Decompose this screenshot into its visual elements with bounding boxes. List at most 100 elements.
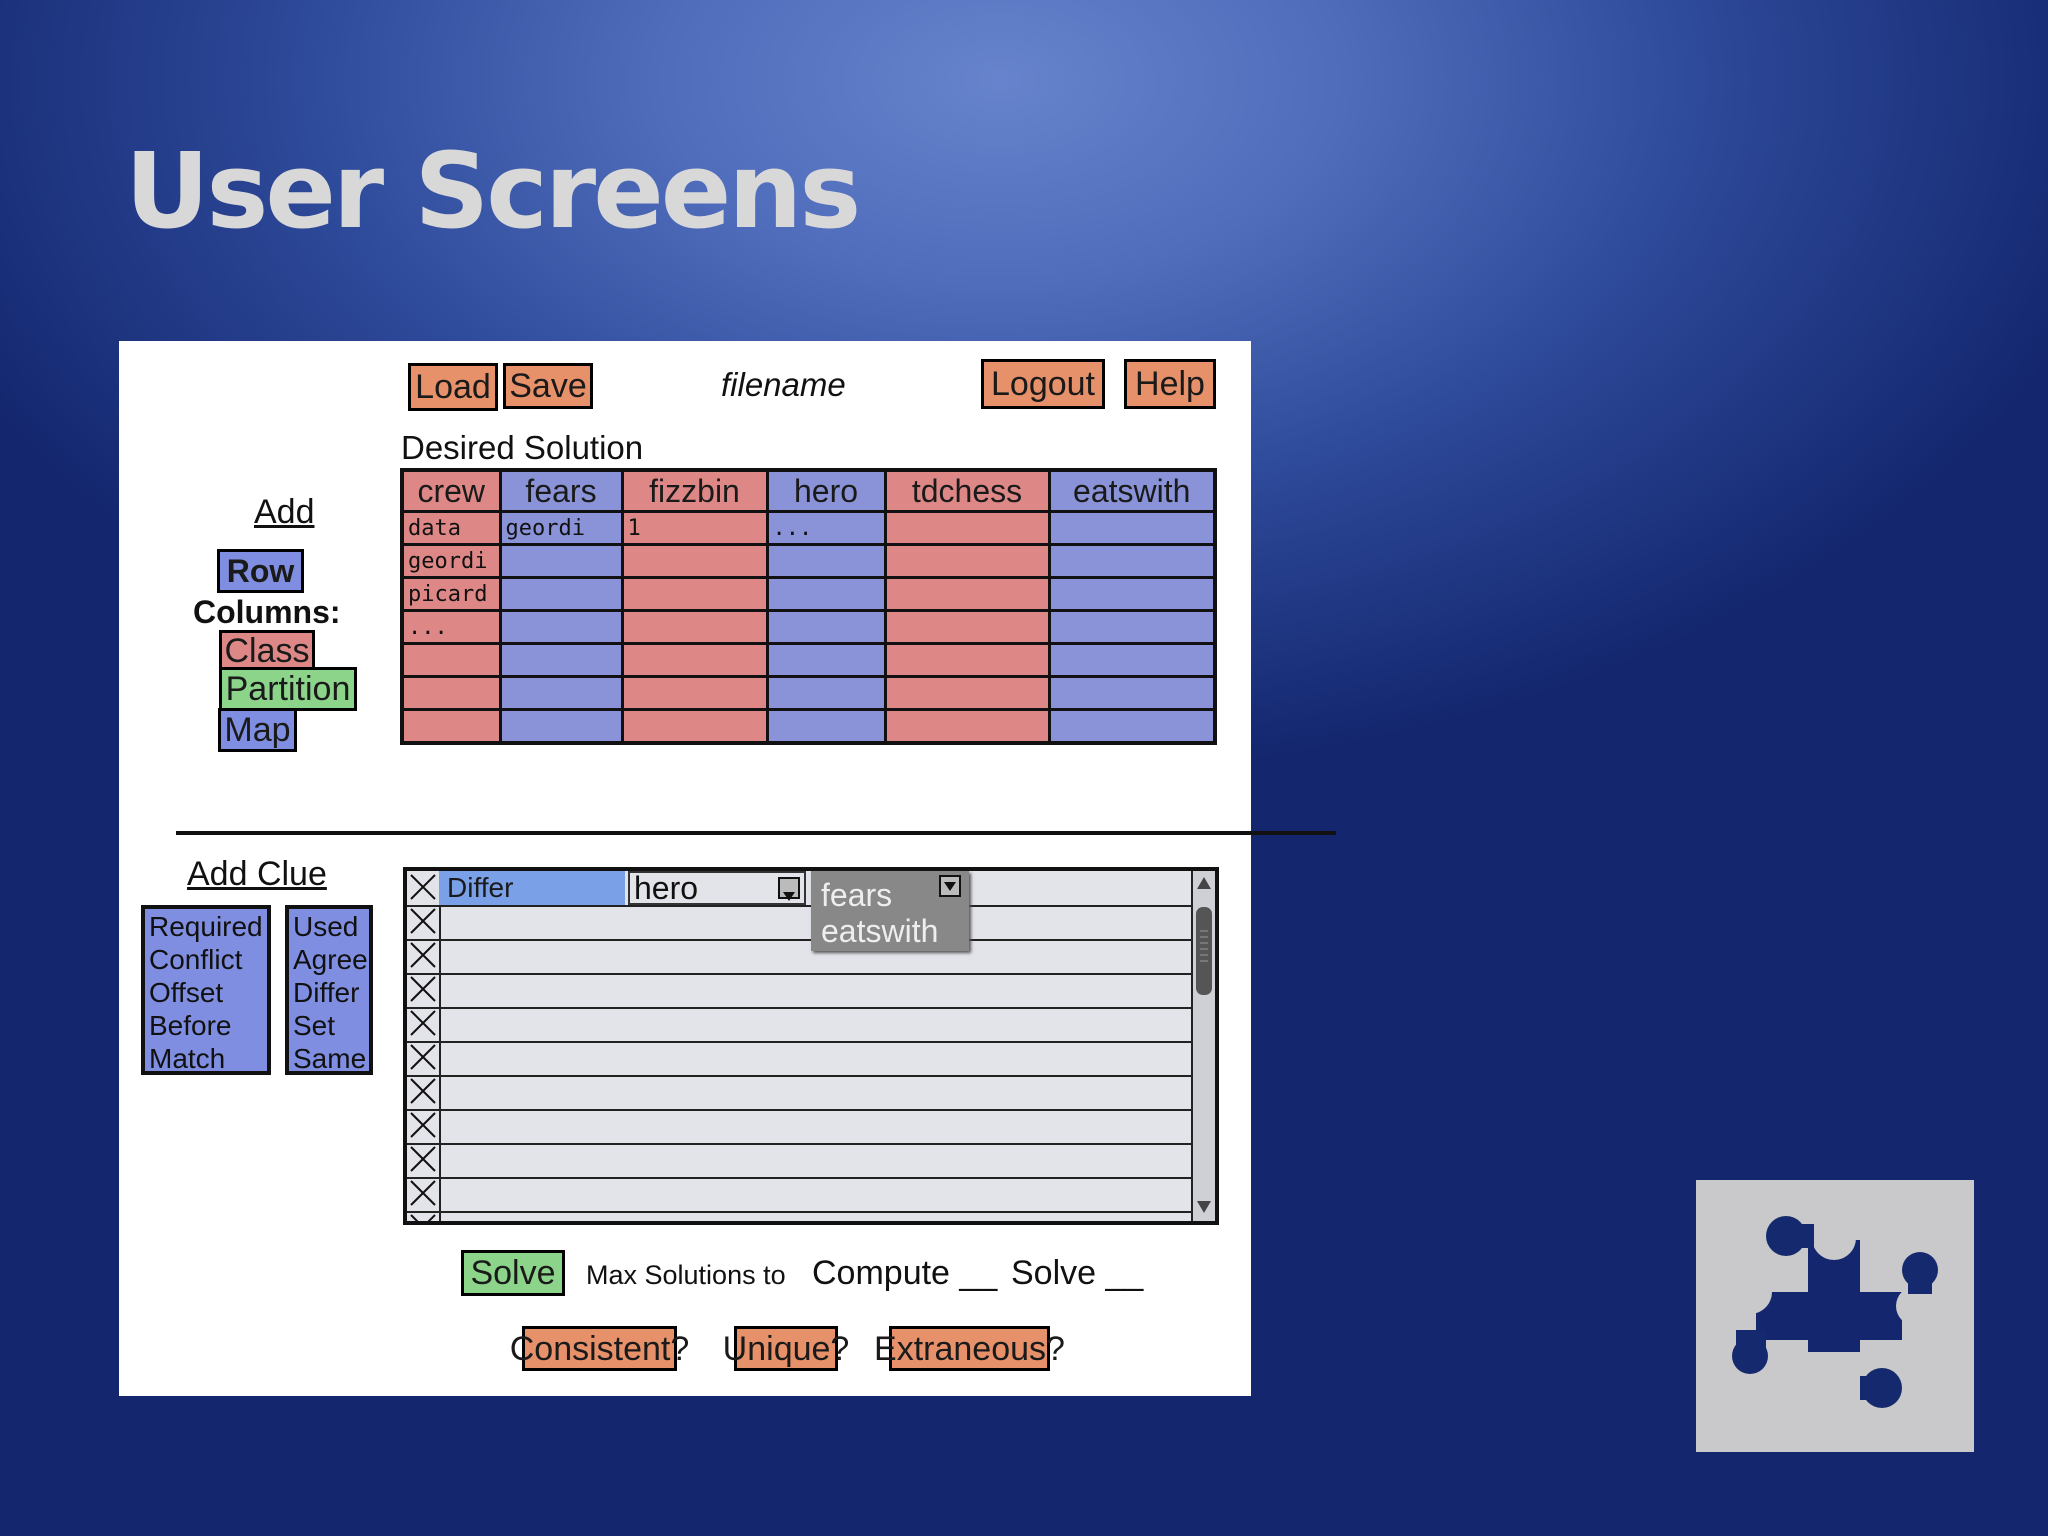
slide-title: User Screens (125, 130, 861, 252)
clue-type-option[interactable]: Agree (293, 944, 368, 975)
grid-cell[interactable] (498, 609, 624, 645)
grid-cell[interactable] (1047, 642, 1217, 678)
logout-button[interactable]: Logout (981, 359, 1105, 409)
grid-column-header[interactable]: fizzbin (620, 468, 769, 513)
filename-field[interactable]: filename (721, 366, 846, 403)
grid-cell[interactable] (620, 543, 769, 579)
delete-clue-icon[interactable] (407, 1007, 441, 1041)
max-solve-field[interactable]: Solve __ (1011, 1254, 1144, 1292)
grid-cell[interactable] (620, 576, 769, 612)
add-row-button[interactable]: Row (217, 549, 304, 593)
clue-type-option[interactable]: Same (293, 1043, 367, 1074)
grid-cell[interactable]: ... (765, 510, 887, 546)
add-partition-column-button[interactable]: Partition (219, 667, 357, 711)
grid-cell[interactable] (883, 708, 1051, 745)
clue-row (407, 1211, 1195, 1221)
grid-cell[interactable]: picard (400, 576, 502, 612)
grid-cell[interactable]: ... (400, 609, 502, 645)
clue-type-option[interactable]: Offset (149, 977, 224, 1008)
grid-cell[interactable] (883, 609, 1051, 645)
grid-cell[interactable] (765, 543, 887, 579)
solve-button[interactable]: Solve (461, 1250, 565, 1296)
delete-clue-icon[interactable] (407, 939, 441, 973)
clue-type-option[interactable]: Required (149, 911, 263, 942)
delete-clue-icon[interactable] (407, 1143, 441, 1177)
clue-type-option[interactable]: Before (149, 1010, 232, 1041)
clue-column-select[interactable]: hero (628, 871, 806, 905)
grid-cell[interactable] (883, 576, 1051, 612)
dropdown-option[interactable]: eatswith (821, 913, 939, 949)
grid-cell[interactable] (1047, 708, 1217, 745)
grid-cell[interactable] (765, 708, 887, 745)
clue-type-option[interactable]: Used (293, 911, 359, 942)
compute-field[interactable]: Compute __ (812, 1254, 998, 1292)
grid-column-header[interactable]: fears (498, 468, 624, 513)
grid-cell[interactable] (883, 642, 1051, 678)
add-class-column-button[interactable]: Class (219, 630, 315, 672)
load-button[interactable]: Load (408, 363, 498, 411)
grid-cell[interactable] (498, 576, 624, 612)
clue-column-value: hero (634, 870, 699, 906)
clue-row (407, 1075, 1195, 1111)
grid-cell[interactable] (765, 609, 887, 645)
grid-cell[interactable]: data (400, 510, 502, 546)
chevron-down-icon[interactable] (778, 877, 800, 901)
grid-cell[interactable] (883, 675, 1051, 711)
grid-cell[interactable] (498, 642, 624, 678)
consistent-button[interactable]: Consistent? (510, 1326, 689, 1371)
grid-cell[interactable] (400, 642, 502, 678)
grid-cell[interactable]: 1 (620, 510, 769, 546)
delete-clue-icon[interactable] (407, 1041, 441, 1075)
clue-type-option[interactable]: Conflict (149, 944, 243, 975)
grid-cell[interactable] (1047, 576, 1217, 612)
clue-type-cell[interactable]: Differ (439, 871, 625, 905)
clue-value-dropdown[interactable]: fears eatswith (811, 871, 969, 951)
clue-scrollbar[interactable] (1191, 871, 1215, 1221)
grid-cell[interactable] (883, 510, 1051, 546)
grid-cell[interactable] (498, 543, 624, 579)
delete-clue-icon[interactable] (407, 1075, 441, 1109)
delete-clue-icon[interactable] (407, 871, 441, 905)
grid-cell[interactable]: geordi (498, 510, 624, 546)
max-solutions-label: Max Solutions to (586, 1260, 786, 1290)
chevron-down-icon[interactable] (939, 875, 961, 897)
grid-cell[interactable] (1047, 609, 1217, 645)
grid-cell[interactable] (498, 708, 624, 745)
grid-cell[interactable] (1047, 543, 1217, 579)
grid-cell[interactable] (620, 642, 769, 678)
clue-type-option[interactable]: Differ (293, 977, 360, 1008)
clue-type-option[interactable]: Set (293, 1010, 336, 1041)
save-button[interactable]: Save (503, 363, 593, 409)
delete-clue-icon[interactable] (407, 1177, 441, 1211)
section-divider (176, 831, 1336, 835)
grid-cell[interactable] (1047, 510, 1217, 546)
add-map-column-button[interactable]: Map (218, 708, 297, 752)
help-button[interactable]: Help (1124, 359, 1216, 409)
dropdown-option[interactable]: fears (821, 877, 893, 913)
grid-cell[interactable] (765, 675, 887, 711)
grid-cell[interactable] (883, 543, 1051, 579)
grid-cell[interactable] (400, 708, 502, 745)
grid-column-header[interactable]: eatswith (1047, 468, 1217, 513)
grid-cell[interactable] (765, 642, 887, 678)
grid-column-header[interactable]: tdchess (883, 468, 1051, 513)
grid-column-header[interactable]: hero (765, 468, 887, 513)
grid-cell[interactable]: geordi (400, 543, 502, 579)
clue-row (407, 973, 1195, 1009)
extraneous-button[interactable]: Extraneous? (874, 1326, 1065, 1371)
grid-cell[interactable] (400, 675, 502, 711)
unique-button[interactable]: Unique? (723, 1326, 849, 1371)
delete-clue-icon[interactable] (407, 1211, 441, 1221)
grid-column-header[interactable]: crew (400, 468, 502, 513)
delete-clue-icon[interactable] (407, 905, 441, 939)
grid-cell[interactable] (620, 708, 769, 745)
grid-cell[interactable] (620, 609, 769, 645)
grid-cell[interactable] (498, 675, 624, 711)
grid-cell[interactable] (1047, 675, 1217, 711)
grid-cell[interactable] (620, 675, 769, 711)
delete-clue-icon[interactable] (407, 1109, 441, 1143)
grid-cell[interactable] (765, 576, 887, 612)
clue-row (407, 905, 1195, 941)
clue-type-option[interactable]: Match (149, 1043, 226, 1074)
delete-clue-icon[interactable] (407, 973, 441, 1007)
